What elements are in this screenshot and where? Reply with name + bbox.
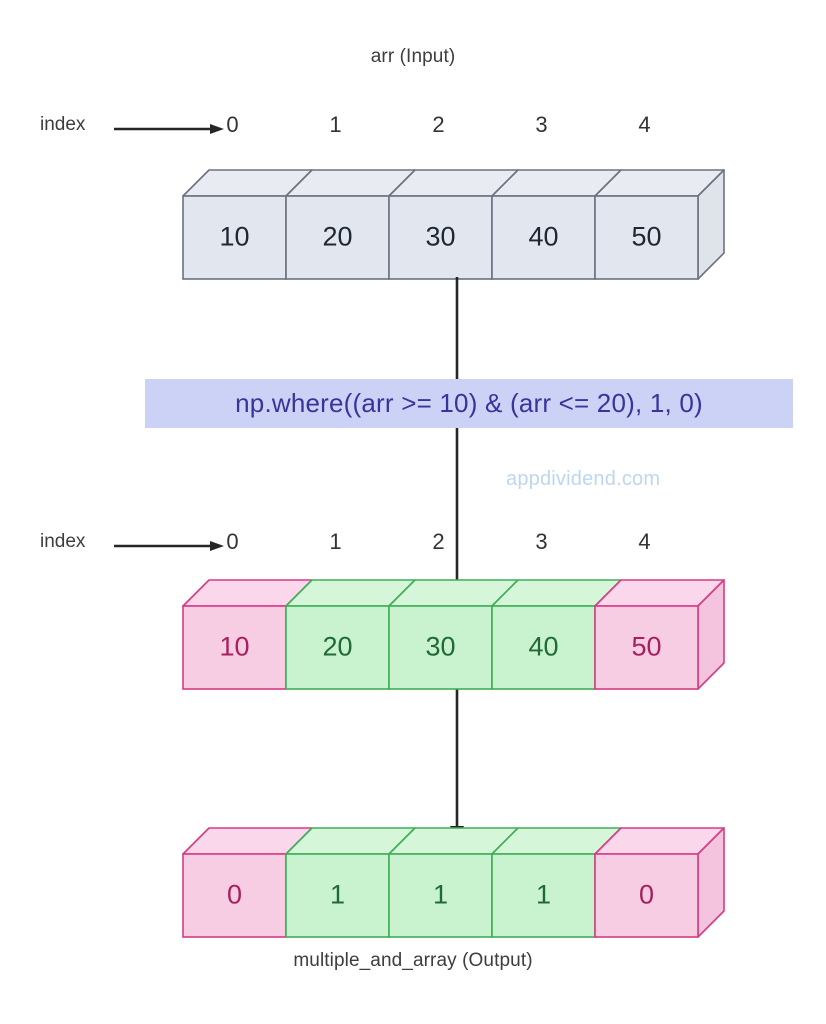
cell-value: 30 — [425, 632, 455, 662]
cell-front-face — [388, 605, 493, 690]
cell-value: 10 — [219, 222, 249, 252]
cell-value: 20 — [322, 222, 352, 252]
cell-value: 0 — [639, 880, 654, 910]
cell-front-face — [285, 853, 390, 938]
index-label: index — [40, 114, 86, 135]
cell-front-face — [285, 195, 390, 280]
index-number: 2 — [432, 529, 445, 554]
array-shape: 10 20 30 40 50 — [182, 579, 725, 690]
index-number: 1 — [329, 529, 342, 554]
cell-value: 50 — [631, 632, 661, 662]
index-arrow-icon — [114, 124, 224, 134]
input-array-title: arr (Input) — [370, 46, 456, 67]
cell-value: 40 — [528, 222, 558, 252]
index-arrow-icon — [114, 541, 224, 551]
cell-front-face — [491, 195, 596, 280]
cell-front-face — [182, 605, 287, 690]
array-shape: 0 1 1 1 0 — [182, 827, 725, 938]
output-array-title: multiple_and_array (Output) — [293, 950, 533, 971]
index-row-input: index 0 1 2 3 4 — [0, 110, 826, 144]
formula-text: np.where((arr >= 10) & (arr <= 20), 1, 0… — [235, 388, 703, 418]
cell-front-face — [388, 195, 493, 280]
cell-value: 30 — [425, 222, 455, 252]
cell-front-face — [491, 853, 596, 938]
index-number: 4 — [638, 529, 651, 554]
index-number: 4 — [638, 112, 651, 137]
cell-value: 40 — [528, 632, 558, 662]
formula-box: np.where((arr >= 10) & (arr <= 20), 1, 0… — [145, 379, 793, 428]
cell-value: 1 — [330, 880, 345, 910]
cell-front-face — [594, 195, 699, 280]
index-number: 0 — [226, 112, 239, 137]
cell-front-face — [285, 605, 390, 690]
cell-front-face — [594, 605, 699, 690]
index-number: 3 — [535, 529, 548, 554]
cell-front-face — [491, 605, 596, 690]
index-number: 0 — [226, 529, 239, 554]
index-numbers-highlighted: 0 1 2 3 4 — [181, 527, 696, 561]
input-array-box: 10 20 30 40 50 — [181, 168, 736, 283]
cell-value: 10 — [219, 632, 249, 662]
cell-value: 50 — [631, 222, 661, 252]
cell-value: 1 — [433, 880, 448, 910]
highlighted-array-box: 10 20 30 40 50 — [181, 578, 736, 693]
array-shape: 10 20 30 40 50 — [182, 169, 725, 280]
cell-value: 20 — [322, 632, 352, 662]
cell-value: 0 — [227, 880, 242, 910]
index-label: index — [40, 531, 86, 552]
index-number: 2 — [432, 112, 445, 137]
cell-front-face — [594, 853, 699, 938]
cell-value: 1 — [536, 880, 551, 910]
index-row-highlighted: index 0 1 2 3 4 — [0, 527, 826, 561]
output-array-box: 0 1 1 1 0 — [181, 826, 736, 941]
cell-front-face — [388, 853, 493, 938]
index-number: 1 — [329, 112, 342, 137]
index-numbers-input: 0 1 2 3 4 — [181, 110, 696, 144]
index-number: 3 — [535, 112, 548, 137]
watermark: appdividend.com — [506, 468, 661, 490]
